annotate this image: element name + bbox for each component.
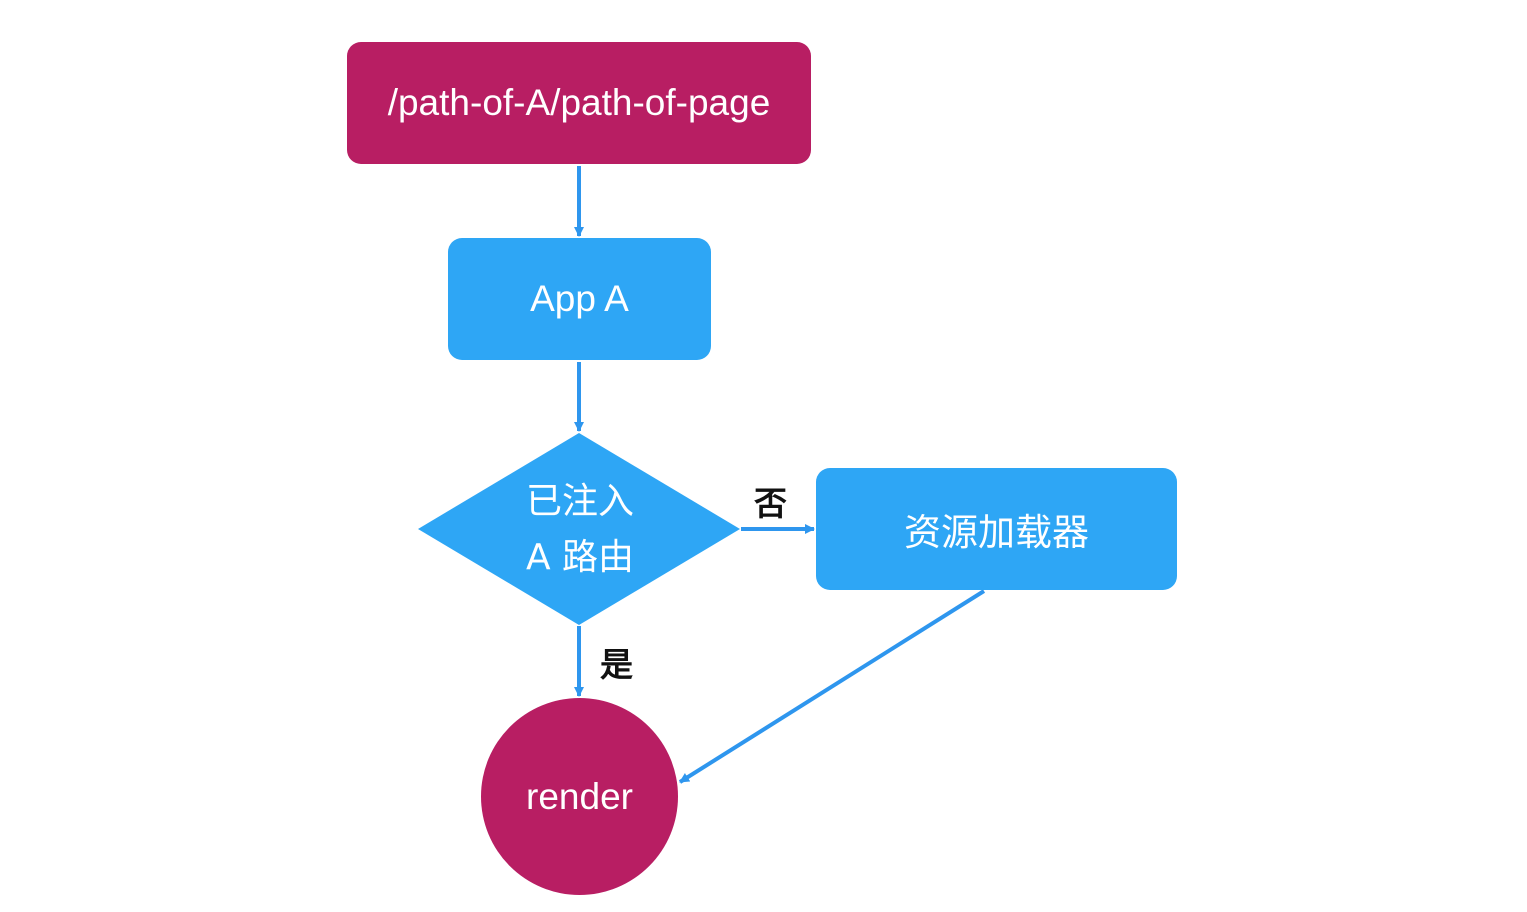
app-a-node: App A: [448, 238, 711, 360]
decision-label: 已注入 A 路由: [440, 468, 720, 592]
route-path-label: /path-of-A/path-of-page: [387, 82, 771, 123]
decision-label-line2: A 路由: [525, 537, 635, 578]
resource-loader-node: 资源加载器: [816, 468, 1177, 590]
edge-label-yes: 是: [600, 645, 633, 684]
edge-label-no: 否: [754, 484, 787, 523]
app-a-label: App A: [530, 278, 629, 319]
render-node: render: [481, 698, 678, 895]
edge-loader-to-render: [678, 589, 986, 784]
route-path-node: /path-of-A/path-of-page: [347, 42, 811, 164]
render-label: render: [526, 775, 633, 817]
decision-diamond: [418, 433, 740, 625]
resource-loader-label: 资源加载器: [904, 511, 1089, 554]
decision-label-line1: 已注入: [525, 481, 634, 522]
